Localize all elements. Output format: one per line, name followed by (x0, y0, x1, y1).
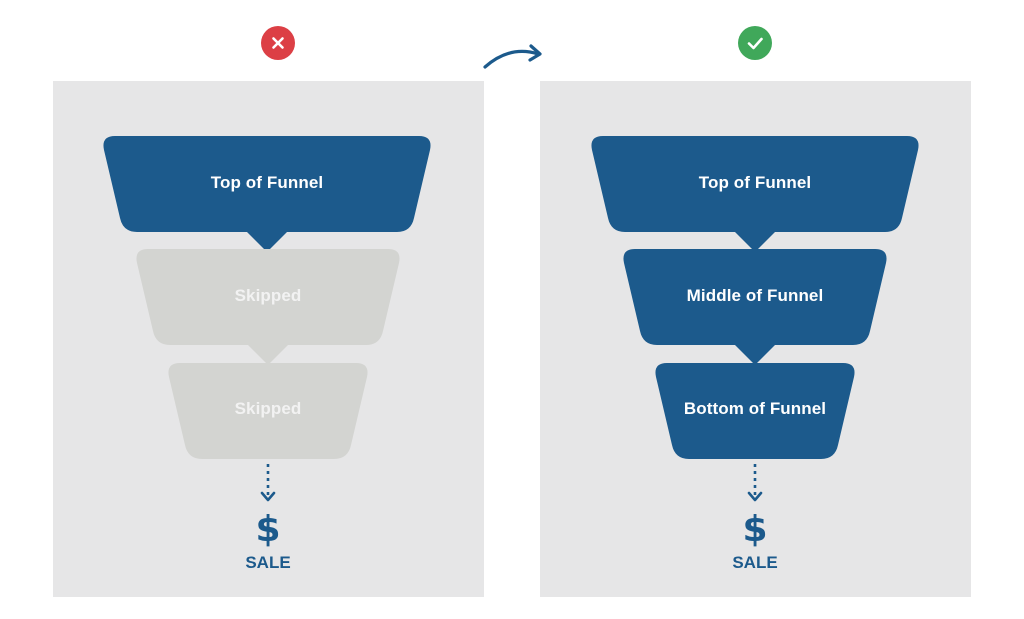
funnel-shape (136, 249, 400, 365)
funnel-shape (655, 363, 855, 459)
check-icon (738, 26, 772, 60)
stage-label: Skipped (234, 286, 302, 305)
funnel-stage-bottom: Skipped (166, 363, 370, 459)
funnel-stage-middle: Middle of Funnel (621, 249, 889, 365)
funnel-shape (591, 136, 919, 252)
dollar-icon: $ (255, 509, 281, 550)
dotted-arrow-icon (260, 464, 276, 502)
stage-label: Bottom of Funnel (683, 399, 827, 418)
dollar-icon: $ (742, 509, 768, 550)
funnel-shape (103, 136, 431, 252)
sale-label: SALE (732, 553, 778, 572)
dotted-arrow-icon (747, 464, 763, 502)
funnel-stage-bottom: Bottom of Funnel (653, 363, 857, 459)
funnel-shape (168, 363, 368, 459)
stage-label: Middle of Funnel (686, 286, 824, 305)
funnel-shape (623, 249, 887, 365)
cross-icon (261, 26, 295, 60)
stage-label: Top of Funnel (210, 173, 324, 192)
funnel-stage-top: Top of Funnel (101, 136, 433, 252)
sale-label: SALE (245, 553, 291, 572)
curved-arrow-icon (483, 44, 542, 69)
stage-label: Skipped (234, 399, 302, 418)
funnel-stage-top: Top of Funnel (589, 136, 921, 252)
funnel-stage-middle: Skipped (134, 249, 402, 365)
stage-label: Top of Funnel (698, 173, 812, 192)
